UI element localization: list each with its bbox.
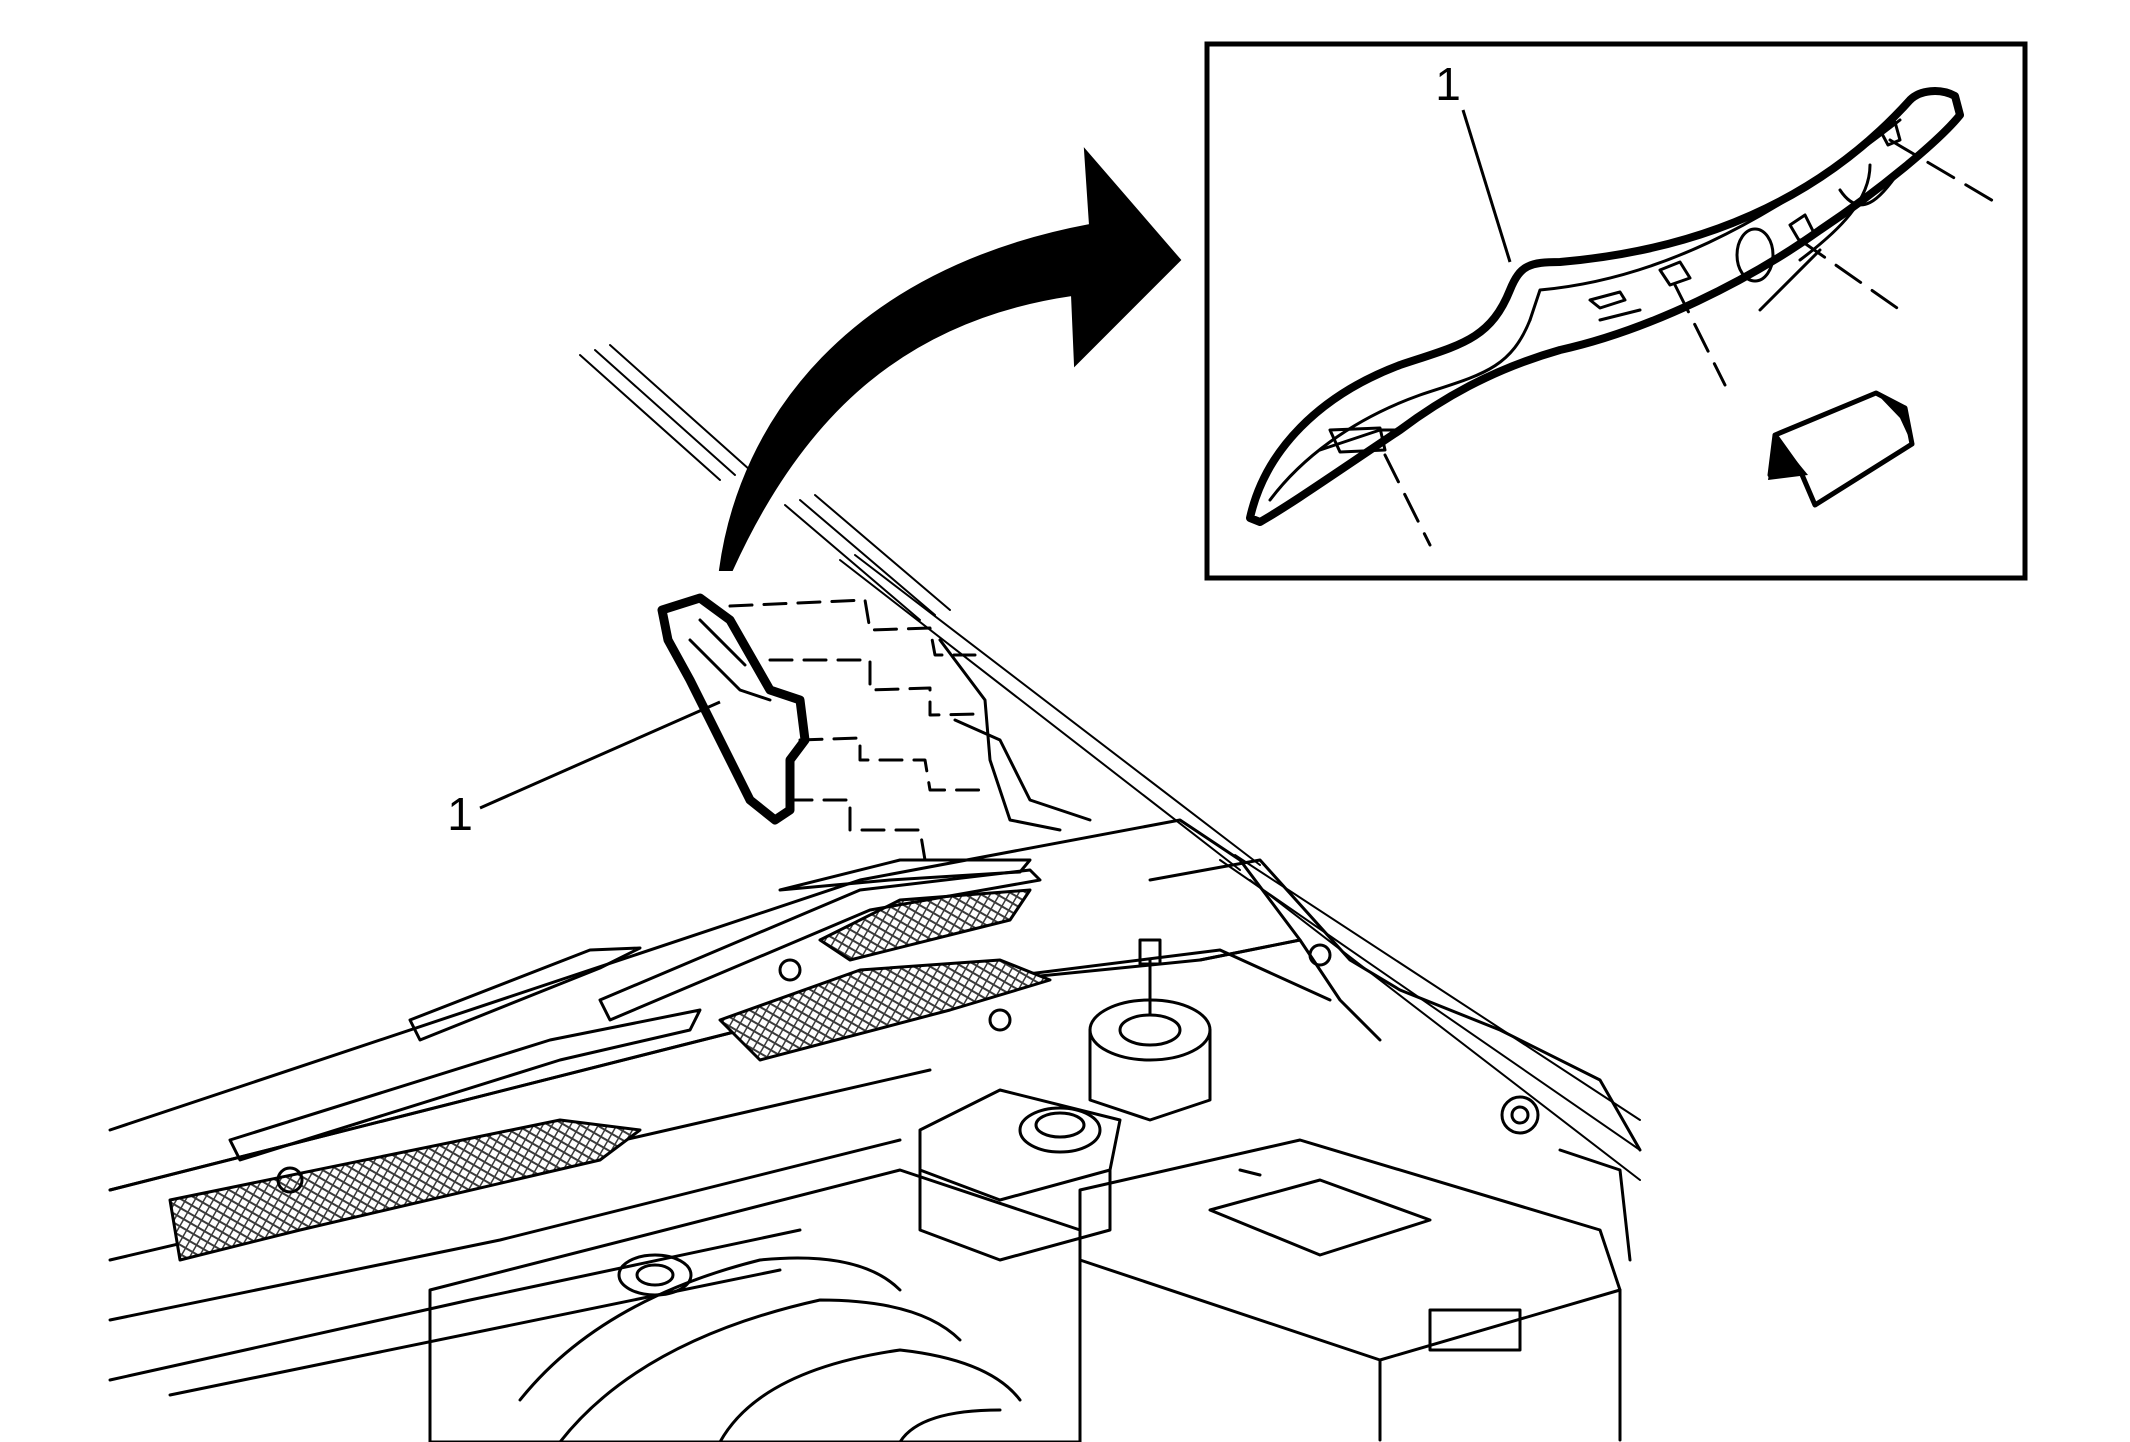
wiper-blade-left — [408, 946, 642, 1042]
inset-leader-lines — [1383, 138, 2002, 547]
cowl-seal-component — [657, 593, 1092, 862]
engine-bay-illustration — [108, 344, 1642, 1442]
wiper-arm-right — [598, 868, 1042, 1022]
coolant-reservoir — [918, 1088, 1122, 1262]
inset-view: 1 — [1204, 41, 2028, 581]
installation-guide-lines — [728, 598, 987, 862]
cowl-seal-part — [657, 593, 810, 825]
cowl-grille-center — [718, 958, 1052, 1062]
strut-tower — [1088, 938, 1212, 1122]
callout-inset-label: 1 — [1435, 58, 1461, 110]
wiper-blade-right — [778, 858, 1032, 892]
wiper-arms — [228, 858, 1042, 1194]
windshield-lines — [579, 344, 1641, 1181]
wiper-arm-left — [228, 1008, 702, 1162]
callout-inset: 1 — [1435, 58, 1512, 263]
callout-main: 1 — [447, 700, 721, 840]
cowl-panel — [108, 818, 1332, 1397]
right-fender — [1148, 858, 1642, 1262]
callout-main-label: 1 — [447, 788, 473, 840]
fuse-box — [1078, 1138, 1622, 1442]
curved-arrow-icon — [718, 147, 1182, 571]
engine-cover — [428, 1168, 1082, 1442]
cowl-grille-left — [168, 1118, 642, 1262]
